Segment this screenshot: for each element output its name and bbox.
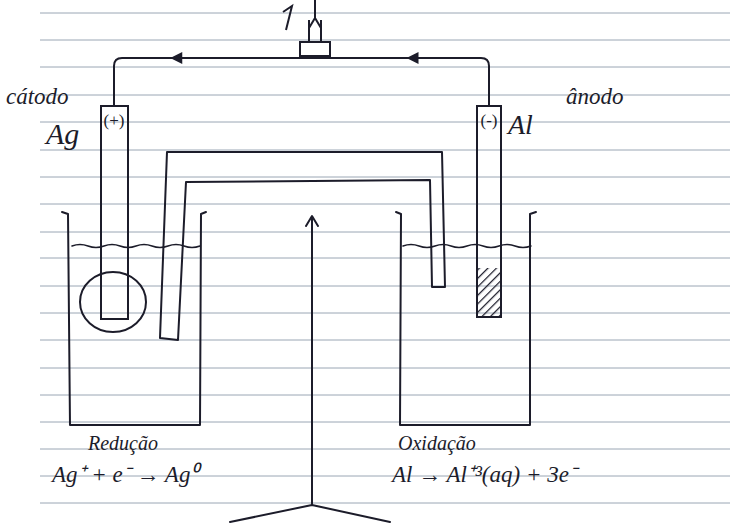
polarity-sign: (-)	[478, 107, 500, 131]
beaker-right	[396, 212, 536, 425]
liquid-level-left	[72, 245, 200, 248]
anode-label: ânodo	[566, 84, 624, 109]
center-pointer	[230, 216, 390, 522]
electrode-name: Ag	[46, 117, 79, 150]
beaker-left	[62, 212, 206, 425]
aluminium-electrode: (-)	[476, 105, 502, 318]
electrode-name: Al	[508, 110, 533, 141]
liquid-level-right	[403, 245, 531, 248]
cathode-label: cátodo	[6, 84, 69, 109]
corrosion-hatch	[477, 268, 500, 318]
silver-electrode: (+)	[100, 105, 129, 320]
half-reaction-equation: Al → Al⁺³(aq) + 3e⁻	[392, 462, 577, 487]
half-reaction-equation: Ag⁺ + e⁻ → Ag⁰	[52, 462, 198, 487]
external-wire	[114, 52, 489, 105]
polarity-sign: (+)	[102, 107, 127, 131]
salt-bridge	[160, 152, 445, 340]
deposit-circle	[80, 272, 146, 332]
ruled-lines	[40, 13, 730, 503]
half-reaction-title: Redução	[88, 432, 158, 454]
half-reaction-title: Oxidação	[398, 432, 476, 454]
